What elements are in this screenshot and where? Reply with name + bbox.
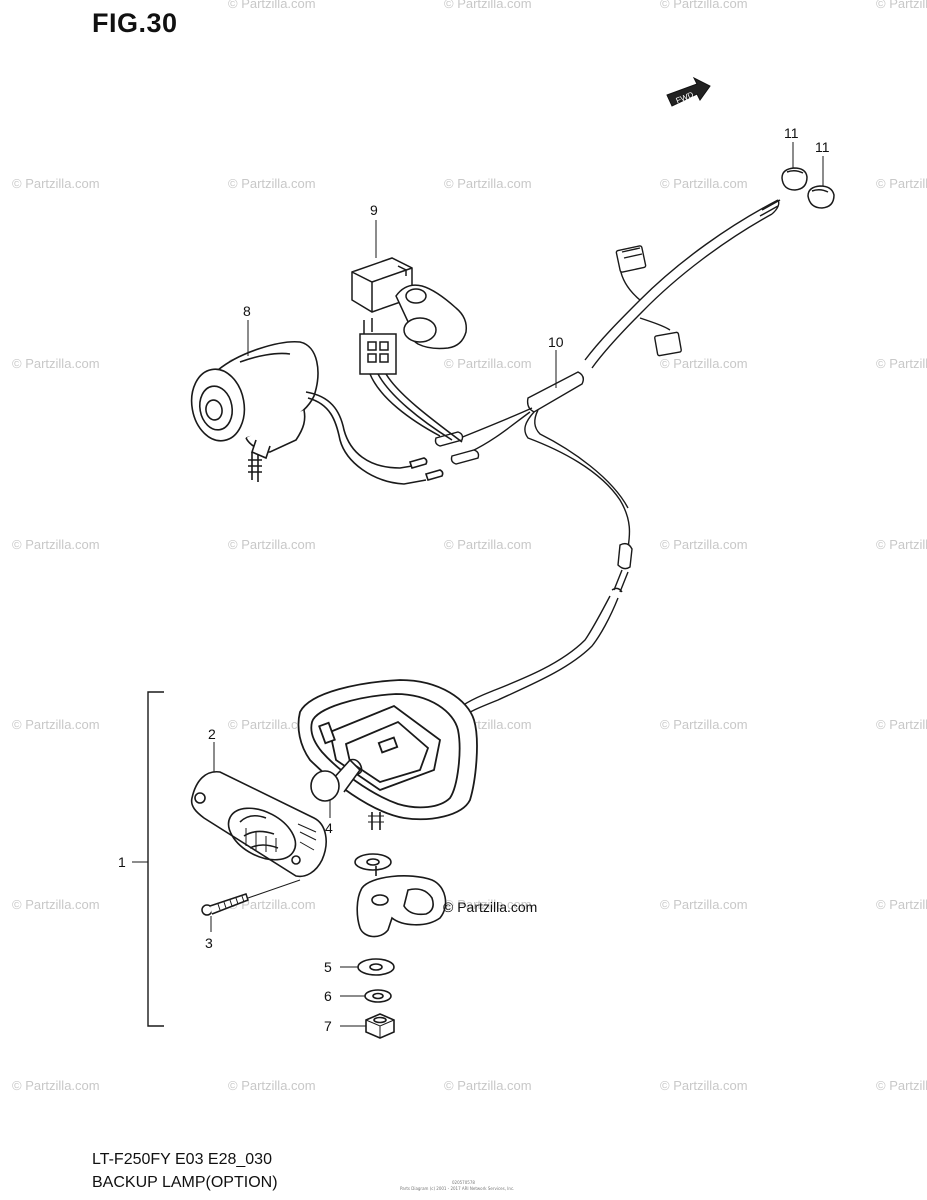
watermark-text: © Partzilla.com [12, 1078, 100, 1093]
watermark-text: © Partzilla.com [876, 176, 927, 191]
watermark-text: © Partzilla.com [12, 717, 100, 732]
assembly-bracket-1 [147, 691, 164, 1027]
watermark-text: © Partzilla.com [660, 176, 748, 191]
callout-8: 8 [243, 303, 251, 319]
watermark-text: © Partzilla.com [228, 1078, 316, 1093]
callout-6: 6 [324, 988, 332, 1004]
watermark-text: © Partzilla.com [228, 0, 316, 11]
watermark-text: © Partzilla.com [444, 1078, 532, 1093]
washer-part-5 [357, 958, 395, 976]
description-line: BACKUP LAMP(OPTION) [92, 1174, 278, 1191]
watermark-text: © Partzilla.com [228, 537, 316, 552]
watermark-text: © Partzilla.com [876, 897, 927, 912]
watermark-text: © Partzilla.com [876, 537, 927, 552]
wiring-harness-part-10 [434, 199, 781, 719]
callout-9: 9 [370, 202, 378, 218]
callout-2: 2 [208, 726, 216, 742]
watermark-text: © Partzilla.com [444, 176, 532, 191]
watermark-text: © Partzilla.com [444, 897, 532, 912]
watermark-text: © Partzilla.com [12, 897, 100, 912]
watermark-text: © Partzilla.com [444, 356, 532, 371]
figure-title: FIG.30 [92, 8, 178, 38]
screw-part-3 [201, 879, 301, 916]
watermark-text: © Partzilla.com [12, 537, 100, 552]
watermark-text: © Partzilla.com [660, 1078, 748, 1093]
watermark-text: © Partzilla.com [876, 356, 927, 371]
watermark-grid: © Partzilla.com © Partzilla.com © Partzill… [12, 0, 927, 1093]
watermark-text: © Partzilla.com [444, 0, 532, 11]
watermark-text: © Partzilla.com [228, 897, 316, 912]
model-line: LT-F250FY E03 E28_030 [92, 1151, 272, 1168]
callout-5: 5 [324, 959, 332, 975]
mounting-bracket [354, 812, 447, 938]
watermark-text: © Partzilla.com [876, 1078, 927, 1093]
bulb-part-4 [310, 758, 363, 802]
tiny-code: 020570578 [452, 1180, 475, 1185]
watermark-text: © Partzilla.com [12, 356, 100, 371]
callout-3: 3 [205, 935, 213, 951]
callout-11a: 11 [784, 125, 799, 141]
lock-washer-part-6 [364, 989, 392, 1003]
fwd-arrow-icon: FWD [666, 76, 711, 107]
watermark-text: © Partzilla.com [228, 176, 316, 191]
nut-part-7 [365, 1013, 395, 1039]
callout-11b: 11 [815, 139, 830, 155]
watermark-text: © Partzilla.com [876, 717, 927, 732]
watermark-text: © Partzilla.com [660, 717, 748, 732]
watermark-text: © Partzilla.com [228, 717, 316, 732]
lens-part-2 [190, 771, 327, 878]
watermark-text: © Partzilla.com [660, 897, 748, 912]
backup-lamp-part-8 [190, 341, 444, 485]
watermark-text: © Partzilla.com [444, 537, 532, 552]
tiny-copyright: Parts Diagram (c) 2001 - 2017 ARI Networ… [400, 1186, 515, 1191]
switch-part-9 [351, 257, 468, 443]
callout-1: 1 [118, 854, 126, 870]
callout-10: 10 [548, 334, 564, 350]
watermark-text: © Partzilla.com [12, 176, 100, 191]
watermark-callout: © Partzilla.com [443, 899, 537, 915]
callout-7: 7 [324, 1018, 332, 1034]
watermark-text: © Partzilla.com [660, 0, 748, 11]
grommet-part-11 [781, 167, 835, 209]
watermark-text: © Partzilla.com [660, 537, 748, 552]
watermark-text: © Partzilla.com [660, 356, 748, 371]
callout-4: 4 [325, 820, 333, 836]
watermark-text: © Partzilla.com [876, 0, 927, 11]
